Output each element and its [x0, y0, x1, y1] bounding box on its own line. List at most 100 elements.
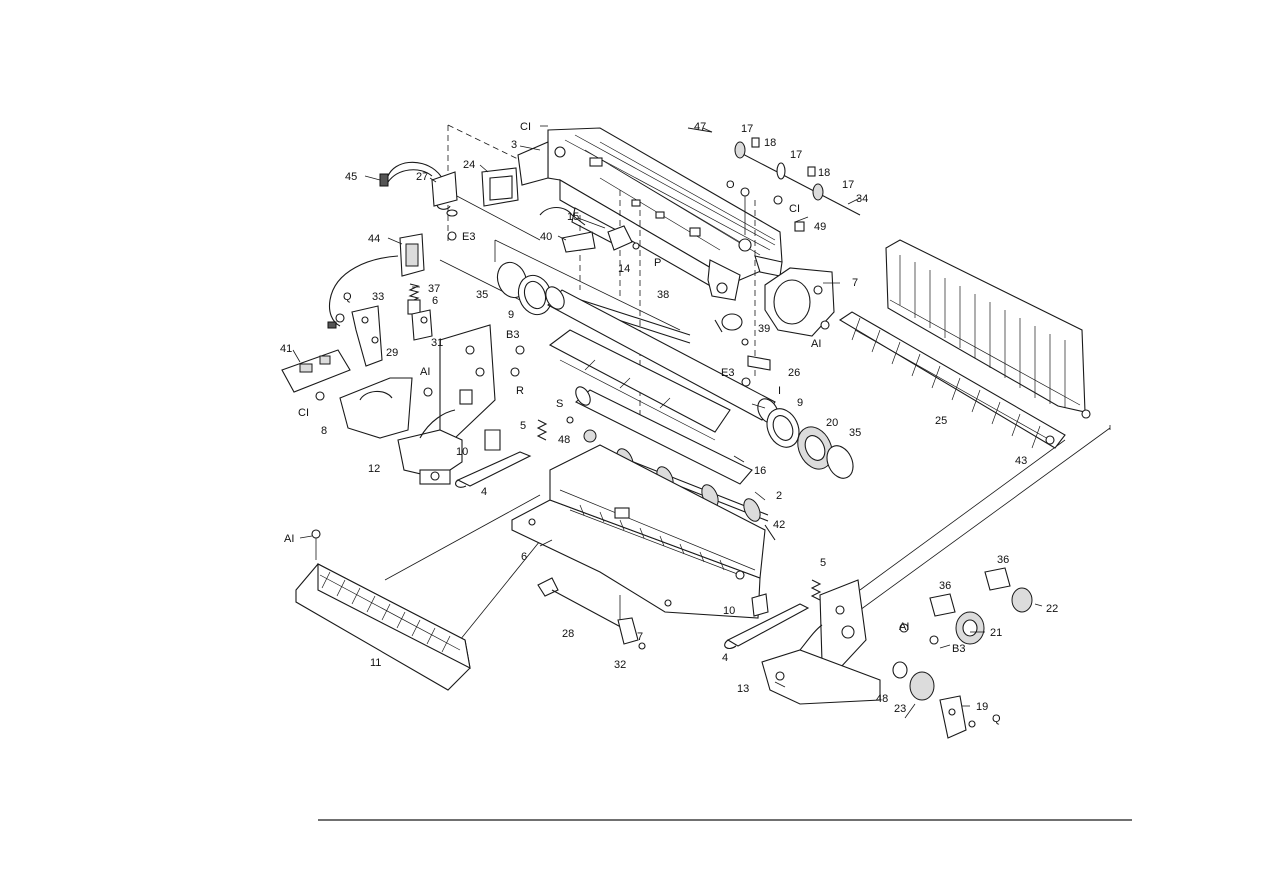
side-frame-left — [439, 324, 525, 441]
label-7b: 7 — [637, 631, 643, 643]
label-5b: 5 — [820, 557, 826, 569]
label-24: 24 — [463, 159, 475, 171]
label-22: 22 — [1046, 603, 1058, 615]
paper-tray-6 — [511, 444, 766, 619]
label-36b: 36 — [939, 580, 951, 592]
label-25: 25 — [935, 415, 947, 427]
spring-37 — [407, 283, 421, 315]
label-48a: 48 — [558, 434, 570, 446]
label-17a: 17 — [741, 123, 753, 135]
label-p: P — [654, 257, 661, 269]
label-41: 41 — [280, 343, 292, 355]
label-qb: Q — [992, 713, 1001, 725]
label-2: 2 — [776, 490, 782, 502]
label-6a: 6 — [432, 295, 438, 307]
label-33: 33 — [372, 291, 384, 303]
label-s: S — [556, 398, 563, 410]
label-c1c: CI — [298, 407, 309, 419]
bracket-26 — [741, 355, 771, 387]
label-a1d: AI — [899, 621, 909, 633]
label-12: 12 — [368, 463, 380, 475]
label-14: 14 — [618, 263, 630, 275]
label-r: R — [516, 385, 524, 397]
pressure-roller-16 — [575, 386, 753, 485]
thermostat-39 — [714, 313, 749, 346]
label-35a: 35 — [476, 289, 488, 301]
gear-shaft-36-21 — [929, 593, 985, 645]
label-c1-right: CI — [789, 203, 800, 215]
label-21: 21 — [990, 627, 1002, 639]
paper-guide-11 — [295, 529, 471, 691]
ring-35-right — [826, 445, 854, 479]
label-qa: Q — [343, 291, 352, 303]
label-40: 40 — [540, 231, 552, 243]
gear-23-48 — [892, 623, 939, 701]
spring-5-left — [536, 416, 597, 443]
label-17c: 17 — [842, 179, 854, 191]
label-36a: 36 — [997, 554, 1009, 566]
pcb-41 — [281, 349, 351, 393]
label-20: 20 — [826, 417, 838, 429]
label-13: 13 — [737, 683, 749, 695]
label-17b: 17 — [790, 149, 802, 161]
label-16: 16 — [754, 465, 766, 477]
bushing-9-right — [766, 408, 800, 448]
gear-shaft-36-22 — [984, 567, 1033, 613]
label-42: 42 — [773, 519, 785, 531]
label-23: 23 — [894, 703, 906, 715]
label-b3b: B3 — [952, 643, 965, 655]
label-48b: 48 — [876, 693, 888, 705]
label-b3a: B3 — [506, 329, 519, 341]
lever-10-4-right — [724, 593, 810, 649]
label-5a: 5 — [520, 420, 526, 432]
label-35b: 35 — [849, 427, 861, 439]
callout-labels: CI 3 47 17 18 17 18 17 34 O CI 49 45 27 … — [280, 121, 1058, 725]
label-a1a: AI — [811, 338, 821, 350]
label-10b: 10 — [723, 605, 735, 617]
label-o: O — [726, 179, 735, 191]
guide-bracket-8 — [315, 377, 433, 439]
label-11: 11 — [370, 657, 381, 669]
label-44: 44 — [368, 233, 380, 245]
label-43: 43 — [1015, 455, 1027, 467]
label-28: 28 — [562, 628, 574, 640]
label-10a: 10 — [456, 446, 468, 458]
drive-shaft-assembly — [687, 127, 861, 235]
paper-exit-guide-25 — [838, 311, 1066, 449]
side-frame-13 — [761, 579, 881, 705]
label-6b: 6 — [521, 551, 527, 563]
label-e3b: E3 — [721, 367, 734, 379]
label-15: 15 — [567, 211, 579, 223]
gear-20 — [797, 426, 833, 470]
label-49: 49 — [814, 221, 826, 233]
label-39: 39 — [758, 323, 770, 335]
label-7a: 7 — [852, 277, 858, 289]
label-18a: 18 — [764, 137, 776, 149]
label-32: 32 — [614, 659, 626, 671]
callout-leaders — [292, 125, 1043, 719]
label-19: 19 — [976, 701, 988, 713]
label-e3a: E3 — [462, 231, 475, 243]
bracket-24 — [481, 167, 519, 207]
gear-cover-7 — [764, 267, 835, 337]
sensor-block-44 — [327, 233, 425, 329]
bracket-19 — [939, 695, 976, 739]
label-4a: 4 — [481, 486, 487, 498]
label-45: 45 — [345, 171, 357, 183]
label-37: 37 — [428, 283, 440, 295]
sensor-switch-40 — [539, 206, 640, 253]
label-a1c: AI — [284, 533, 294, 545]
label-18b: 18 — [818, 167, 830, 179]
label-9b: 9 — [797, 397, 803, 409]
label-8: 8 — [321, 425, 327, 437]
label-4b: 4 — [722, 652, 728, 664]
label-29: 29 — [386, 347, 398, 359]
label-26: 26 — [788, 367, 800, 379]
lever-28 — [537, 577, 646, 650]
label-34: 34 — [856, 193, 868, 205]
label-a1b: AI — [420, 366, 430, 378]
plate-12 — [397, 409, 463, 485]
label-31: 31 — [431, 337, 443, 349]
lever-6-upper — [411, 309, 433, 341]
